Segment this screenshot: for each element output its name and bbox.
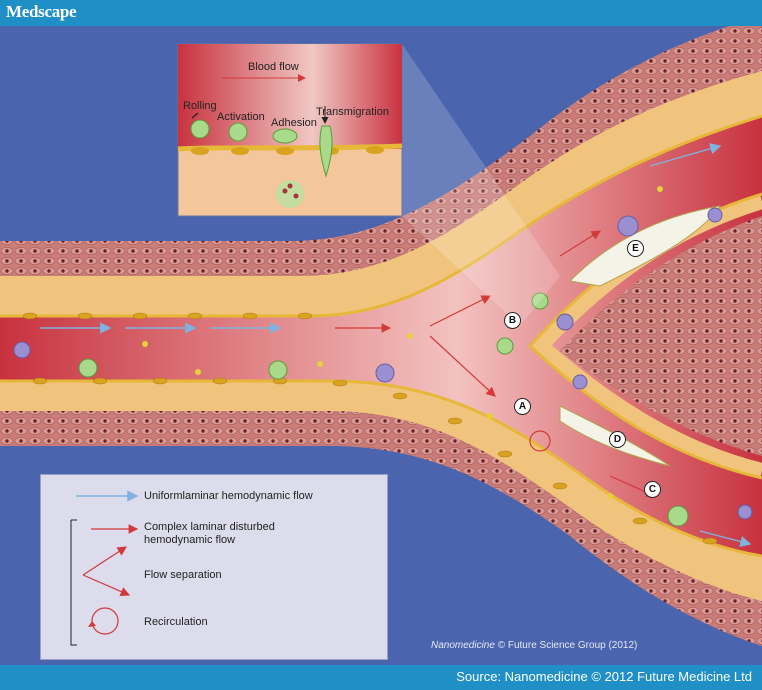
flow-separation-arrow-up-icon [82,546,128,576]
legend-complex-label: Complex laminar disturbed hemodynamic fl… [144,521,275,546]
legend-bracket [70,520,77,646]
blood-flow-label: Blood flow [248,61,299,73]
marker-b: B [504,312,521,329]
legend-uniform-label: Uniformlaminar hemodynamic flow [144,490,313,502]
credit-journal: Nanomedicine [431,640,495,651]
marker-a: A [514,398,531,415]
marker-c: C [644,481,661,498]
legend-recirculation-label: Recirculation [144,616,208,628]
flow-separation-arrow-down-icon [82,574,131,597]
artery-bifurcation-illustration [0,26,762,646]
medscape-logo[interactable]: Medscape [6,2,77,21]
marker-d: D [609,431,626,448]
blood-cells [13,186,753,527]
recirculation-swirl [529,430,551,452]
step-rolling-label: Rolling [183,100,217,112]
credit-rest: © Future Science Group (2012) [494,640,638,651]
legend-symbols [70,490,139,646]
footer-bar: Source: Nanomedicine © 2012 Future Medic… [0,665,762,690]
recirculation-icon [91,607,119,635]
step-transmigration-label: Transmigration [316,106,389,118]
step-adhesion-label: Adhesion [271,117,317,129]
marker-e: E [627,240,644,257]
endothelial-cells [22,312,718,545]
uniform-flow-arrows [40,143,752,547]
step-activation-label: Activation [217,111,265,123]
source-citation: Source: Nanomedicine © 2012 Future Medic… [456,669,752,684]
vessel-lumen [0,116,762,556]
endothelium [0,114,762,558]
legend-panel: Uniformlaminar hemodynamic flow Complex … [40,474,388,660]
zoom-wedge [402,44,560,326]
header-bar: Medscape [0,0,762,26]
inset-detail-box [177,43,403,217]
legend-separation-label: Flow separation [144,569,222,581]
disturbed-flow-arrows [335,230,657,497]
image-credit: Nanomedicine © Future Science Group (201… [431,640,637,651]
plaque-upper [568,205,722,287]
